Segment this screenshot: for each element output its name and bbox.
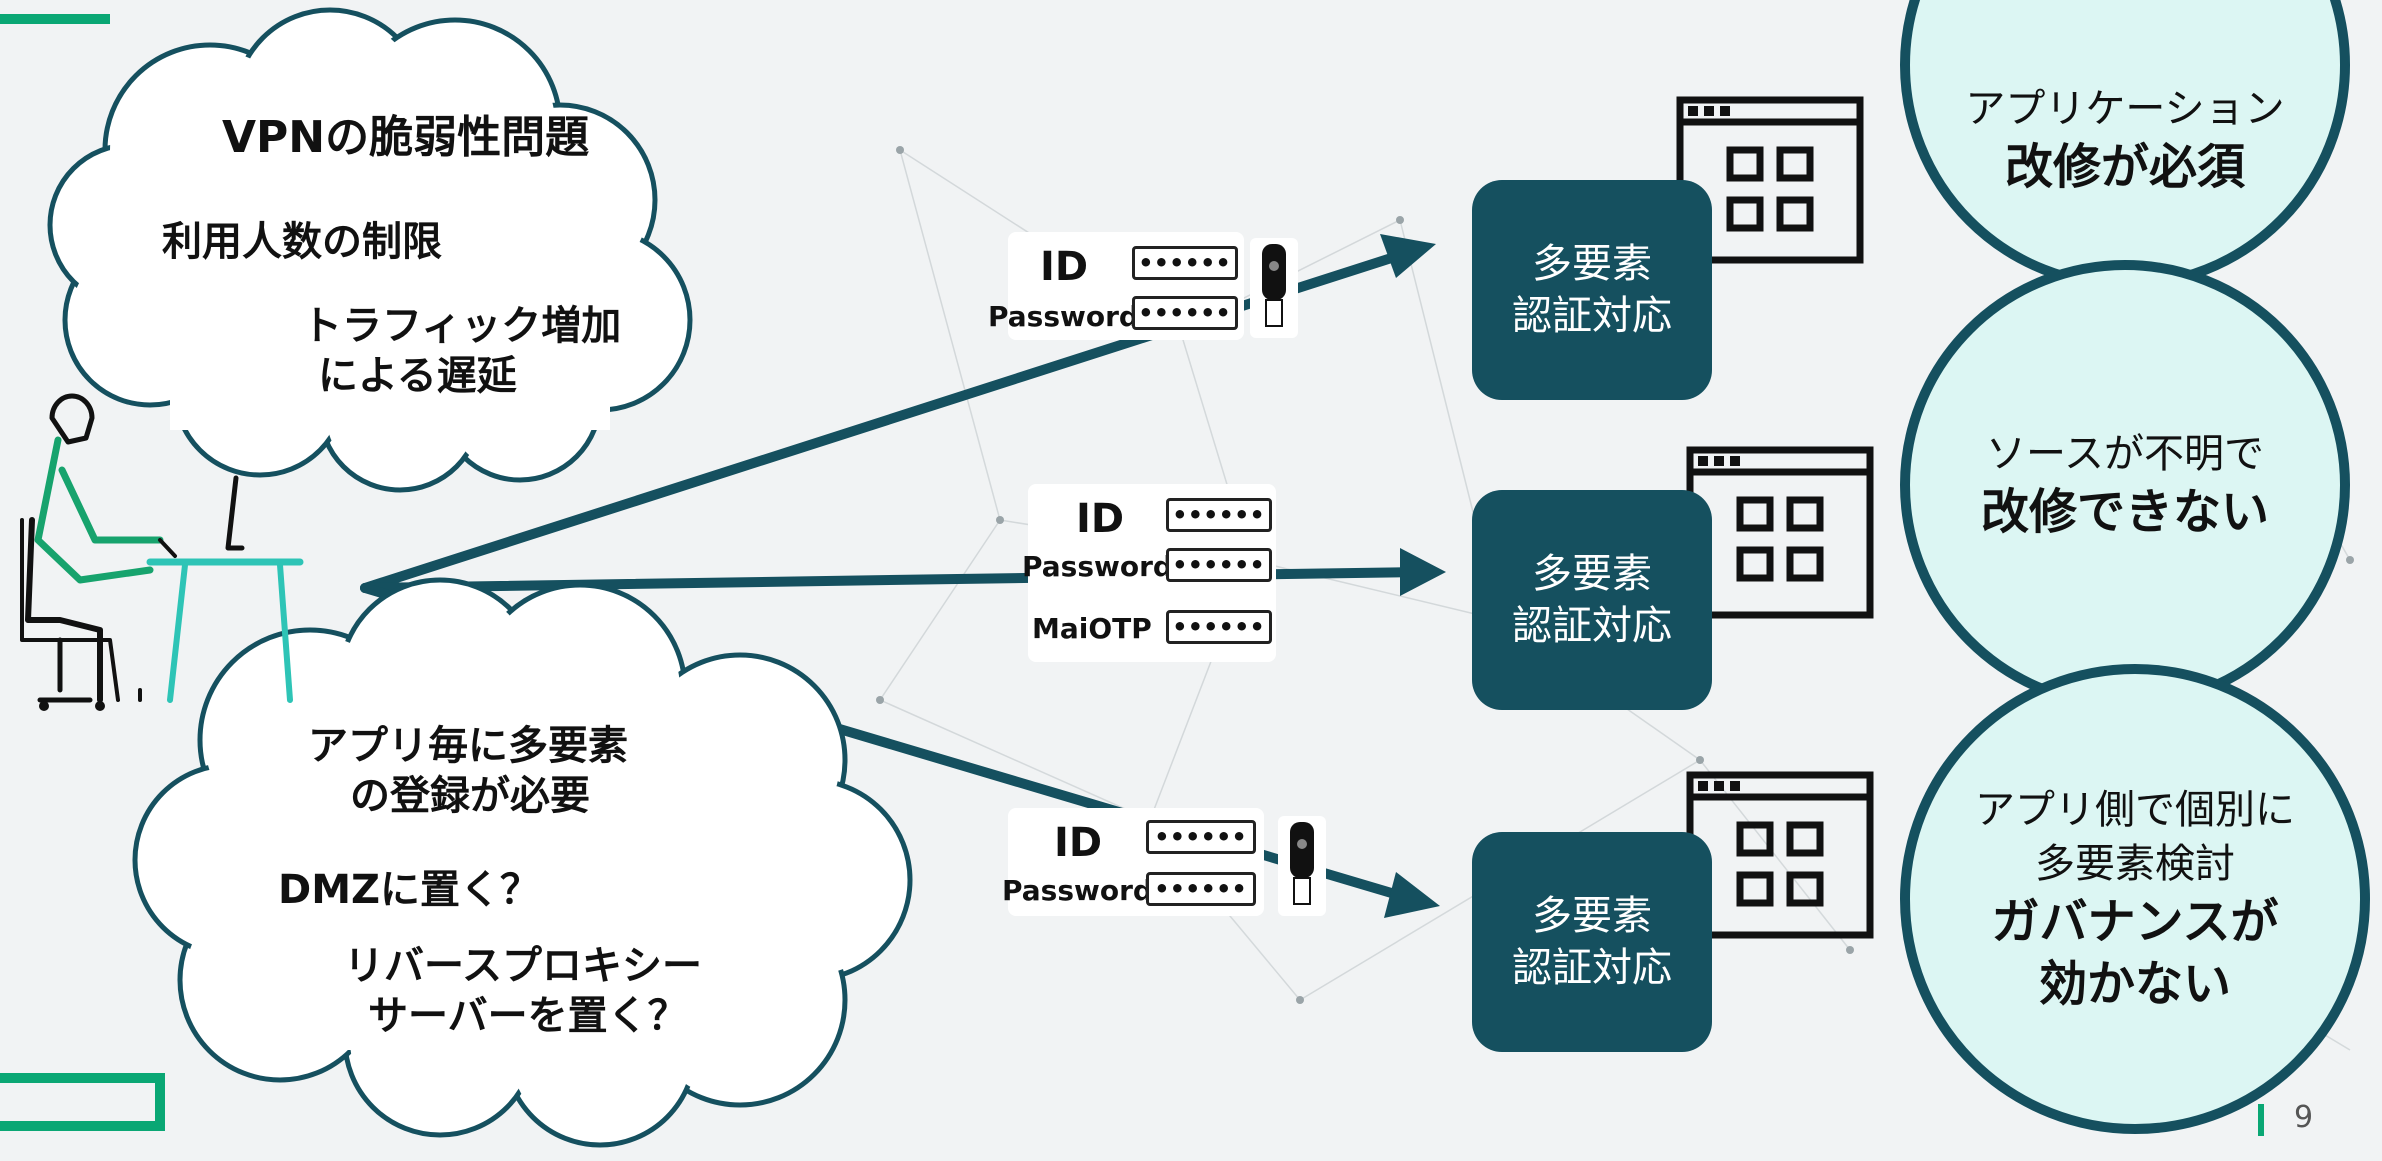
password-label: Password	[1002, 874, 1153, 907]
otp-label: MaiOTP	[1032, 612, 1152, 645]
cloud-top-line-user-limit: 利用人数の制限	[162, 219, 442, 265]
cloud-top-line-traffic: トラフィック増加	[302, 303, 622, 349]
callout-circle-light-text: 多要素検討	[2035, 840, 2235, 887]
application-window-icon	[1686, 771, 1874, 939]
callout-circle-light-text: ソースが不明で	[1986, 430, 2264, 477]
usb-security-key-icon	[1278, 816, 1326, 916]
callout-circle-no-governance: アプリ側で個別に 多要素検討 ガバナンスが 効かない	[1900, 664, 2370, 1134]
cloud-bottom-line-reverse-proxy: リバースプロキシー	[344, 943, 702, 989]
password-field: ••••••	[1146, 872, 1256, 906]
arrowhead-middle	[1400, 548, 1446, 596]
callout-circle-bold-text: 効かない	[2038, 956, 2231, 1012]
accent-frame-bottom	[0, 1073, 165, 1131]
id-field: ••••••	[1146, 820, 1256, 854]
callout-circle-bold-text: 改修できない	[1980, 483, 2269, 540]
id-label: ID	[1076, 496, 1125, 542]
callout-circle-source-unknown: ソースが不明で 改修できない	[1900, 260, 2350, 710]
password-field: ••••••	[1132, 296, 1238, 330]
application-window-icon	[1686, 446, 1874, 619]
id-field: ••••••	[1166, 498, 1272, 532]
password-field: ••••••	[1166, 548, 1272, 582]
id-field: ••••••	[1132, 246, 1238, 280]
cloud-bottom-line-per-app-mfa: アプリ毎に多要素	[308, 723, 628, 769]
otp-field: ••••••	[1166, 610, 1272, 644]
arrowhead-top	[1380, 234, 1436, 278]
cloud-top-line-vpn-vulnerability: VPNの脆弱性問題	[222, 112, 590, 163]
callout-circle-light-text: アプリケーション	[1965, 85, 2285, 132]
id-label: ID	[1054, 820, 1103, 866]
id-label: ID	[1040, 244, 1089, 290]
password-label: Password	[988, 300, 1139, 333]
cloud-bottom-line-server: サーバーを置く？	[368, 993, 688, 1039]
callout-circle-bold-text: ガバナンスが	[1991, 893, 2279, 950]
person-at-desk-icon	[20, 393, 304, 711]
mfa-support-box-top: 多要素 認証対応	[1472, 180, 1712, 400]
page-number: 9	[2294, 1100, 2314, 1135]
callout-circle-bold-text: 改修が必須	[2004, 138, 2245, 195]
mfa-support-box-middle: 多要素 認証対応	[1472, 490, 1712, 710]
cloud-bottom-line-registration: の登録が必要	[350, 773, 590, 819]
page-number-tick	[2258, 1104, 2264, 1136]
mfa-support-box-bottom: 多要素 認証対応	[1472, 832, 1712, 1052]
accent-bar-top	[0, 14, 110, 24]
usb-security-key-icon	[1250, 238, 1298, 338]
arrowhead-bottom	[1384, 872, 1440, 918]
password-label: Password	[1022, 550, 1173, 583]
cloud-bottom-line-dmz: DMZに置く？	[278, 867, 541, 913]
cloud-top-line-latency: による遅延	[318, 353, 517, 399]
callout-circle-light-text: アプリ側で個別に	[1975, 786, 2295, 833]
